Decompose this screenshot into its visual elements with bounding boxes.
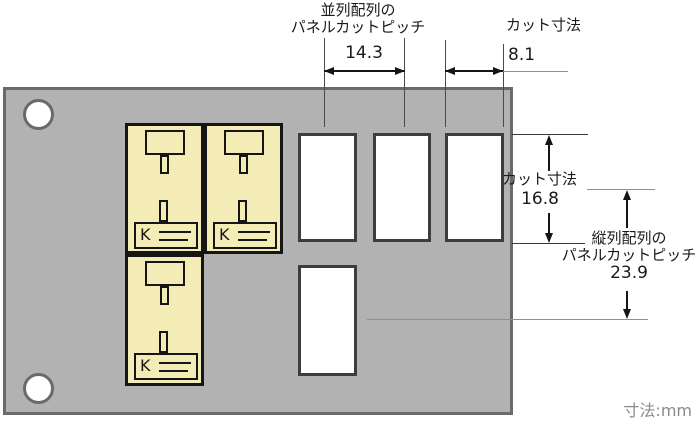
- extension-line: [404, 38, 405, 127]
- panel-cutout-2: [373, 133, 431, 242]
- parallel-pitch-dimension-line: [324, 70, 405, 72]
- extension-line: [324, 38, 325, 127]
- terminal-upper: [239, 155, 248, 174]
- arrowhead-up-icon: [545, 135, 553, 145]
- connector-top-left: K: [125, 123, 204, 254]
- k-marking-label: K: [140, 225, 151, 244]
- mounting-hole-top: [23, 99, 54, 130]
- terminal-lower: [159, 200, 168, 222]
- cut-height-dimension-line-lower: [548, 213, 550, 234]
- terminal-lower: [159, 331, 168, 353]
- arrowhead-right-icon: [493, 67, 503, 75]
- connector-top-right: K: [204, 123, 283, 254]
- parallel-pitch-value: 14.3: [345, 43, 383, 63]
- vertical-pitch-value: 23.9: [610, 263, 648, 283]
- rocker-outline: [224, 130, 264, 155]
- k-marking-label: K: [140, 356, 151, 375]
- mounting-hole-bottom: [23, 373, 54, 404]
- extension-line: [445, 40, 446, 127]
- leader-line: [503, 71, 568, 72]
- pitch-top-reference-line: [587, 189, 655, 190]
- k-marking-box: K: [213, 222, 277, 249]
- cut-height-dimension-line-upper: [548, 144, 550, 171]
- arrowhead-up-icon: [623, 190, 631, 200]
- parallel-pitch-label-line2: パネルカットピッチ: [290, 18, 426, 36]
- vertical-pitch-dimension-line-upper: [626, 199, 628, 228]
- vertical-pitch-label-line1: 縦列配列の: [591, 229, 667, 247]
- panel-cutout-3: [445, 133, 504, 242]
- terminal-lower: [238, 200, 247, 222]
- rocker-outline: [145, 261, 185, 286]
- cut-width-value: 8.1: [508, 45, 536, 65]
- cut-width-dimension-line: [445, 70, 503, 72]
- vertical-pitch-label: 縦列配列の パネルカットピッチ 23.9: [560, 230, 698, 283]
- vertical-pitch-dimension-line-lower: [626, 291, 628, 310]
- extension-line: [503, 44, 504, 127]
- k-marking-label: K: [219, 225, 230, 244]
- panel-cutout-4: [298, 265, 357, 376]
- parallel-pitch-label: 並列配列の パネルカットピッチ: [258, 2, 458, 36]
- k-marking-box: K: [134, 222, 198, 249]
- arrowhead-left-icon: [324, 67, 334, 75]
- panel-cutout-1: [298, 133, 357, 242]
- pitch-bottom-reference-line: [367, 319, 648, 320]
- marking-line: [238, 239, 267, 241]
- connector-bottom: K: [125, 254, 204, 386]
- marking-line: [159, 362, 191, 364]
- cut-top-reference-line: [512, 134, 588, 135]
- rocker-outline: [145, 130, 185, 155]
- cut-width-label: カット寸法: [506, 16, 582, 34]
- arrowhead-down-icon: [545, 233, 553, 243]
- marking-line: [159, 370, 188, 372]
- units-note: 寸法:mm: [623, 401, 692, 420]
- arrowhead-left-icon: [445, 67, 455, 75]
- terminal-upper: [160, 155, 169, 174]
- marking-line: [159, 231, 191, 233]
- k-marking-box: K: [134, 353, 198, 380]
- marking-line: [159, 239, 188, 241]
- cut-height-label: カット寸法: [502, 170, 578, 188]
- arrowhead-down-icon: [623, 309, 631, 319]
- parallel-pitch-label-line1: 並列配列の: [320, 1, 396, 19]
- marking-line: [238, 231, 270, 233]
- cut-bottom-reference-line: [512, 243, 585, 244]
- vertical-pitch-label-line2: パネルカットピッチ: [561, 246, 697, 264]
- terminal-upper: [160, 286, 169, 305]
- arrowhead-right-icon: [395, 67, 405, 75]
- cut-height-value: 16.8: [521, 189, 559, 209]
